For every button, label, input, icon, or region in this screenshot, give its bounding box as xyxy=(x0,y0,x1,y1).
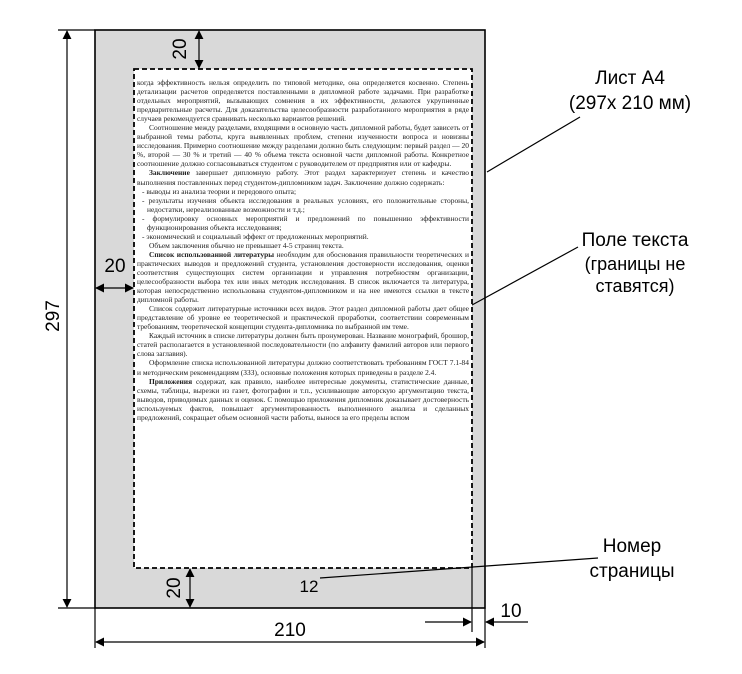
list-item: - результаты изучения объекта исследован… xyxy=(142,195,469,214)
sheet-body-text: когда эффективность нельзя определить по… xyxy=(137,78,469,564)
text-paragraph: Список использованной литературы необход… xyxy=(137,250,469,304)
left-margin-label: 20 xyxy=(104,256,126,277)
text-field xyxy=(133,68,473,569)
text-field-callout-line3: ставятся) xyxy=(595,276,675,296)
heading-conclusion: Заключение xyxy=(149,168,190,178)
sheet-callout-line2: (297х 210 мм) xyxy=(568,93,692,114)
sheet-callout-line1: Лист А4 xyxy=(595,68,665,89)
height-label: 297 xyxy=(43,300,64,332)
text-field-callout-line1: Поле текста xyxy=(581,230,689,251)
list-item: - выводы из анализа теории и передового … xyxy=(142,186,297,196)
text-paragraph: Список содержит литературные источники в… xyxy=(137,304,469,332)
list-item: - формулировку основных мероприятий и пр… xyxy=(142,213,469,232)
page-number-callout-line1: Номер xyxy=(602,536,662,557)
top-margin-label: 20 xyxy=(170,38,191,60)
page-number: 12 xyxy=(299,577,319,596)
heading-references: Список использованной литературы xyxy=(149,249,275,259)
list-item: - экономический и социальный эффект от п… xyxy=(142,231,369,241)
text-paragraph: Соотношение между разделами, входящими в… xyxy=(137,123,469,169)
width-label: 210 xyxy=(274,620,306,641)
text-paragraph: когда эффективность нельзя определить по… xyxy=(137,78,469,124)
text-span: завершает дипломную работу. Этот раздел … xyxy=(137,168,469,187)
text-span: содержат, как правило, наиболее интересн… xyxy=(137,376,469,422)
text-field-leader-line xyxy=(471,246,579,306)
text-paragraph: Каждый источник в списке литературы долж… xyxy=(137,331,469,359)
text-paragraph: Оформление списка использованной литерат… xyxy=(137,358,469,377)
right-margin-label: 10 xyxy=(500,601,522,622)
text-paragraph: Заключение завершает дипломную работу. Э… xyxy=(137,168,469,186)
page-number-callout-line2: страницы xyxy=(589,561,675,582)
page-number-leader-line xyxy=(319,557,599,579)
text-paragraph: Объем заключения обычно не превышает 4-5… xyxy=(149,240,344,250)
sheet-leader-line xyxy=(486,116,581,173)
text-paragraph: Приложения содержат, как правило, наибол… xyxy=(137,377,469,422)
text-span: необходим для обоснования правильности т… xyxy=(137,249,469,305)
text-field-callout-line2: (границы не xyxy=(584,254,686,274)
bottom-margin-label: 20 xyxy=(164,577,185,599)
heading-appendices: Приложения xyxy=(149,376,193,386)
